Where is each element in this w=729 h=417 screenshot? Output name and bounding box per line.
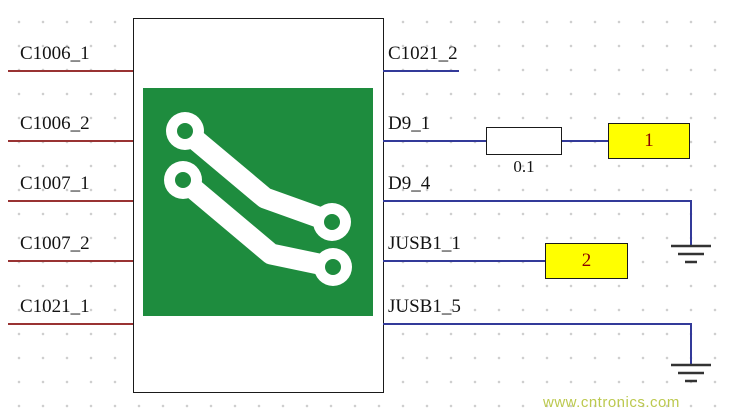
port-2: 2 <box>545 243 628 279</box>
pin-wire-c1006-1 <box>8 70 133 72</box>
resistor-symbol <box>486 127 562 155</box>
pin-wire-c1007-2 <box>8 260 133 262</box>
watermark-text: www.cntronics.com <box>543 394 680 411</box>
port-2-label: 2 <box>581 250 592 271</box>
pin-label-d9-1: D9_1 <box>388 113 431 134</box>
pin-label-jusb1-1: JUSB1_1 <box>388 233 461 254</box>
pin-wire-c1007-1 <box>8 200 133 202</box>
pin-label-c1006-2: C1006_2 <box>20 113 90 134</box>
ground-symbol-1 <box>671 244 711 264</box>
port-1-label: 1 <box>644 130 654 151</box>
pin-wire-c1021-1 <box>8 323 133 325</box>
pin-label-c1007-2: C1007_2 <box>20 233 90 254</box>
ground-symbol-2 <box>671 363 711 383</box>
pin-label-c1006-1: C1006_1 <box>20 43 90 64</box>
port-1: 1 <box>608 123 690 159</box>
net-wire-d9-1-a <box>383 140 486 142</box>
net-wire-jusb1-5 <box>383 323 691 325</box>
resistor-value: 0.1 <box>513 157 535 176</box>
pcb-footprint-icon <box>143 88 373 316</box>
pin-label-c1021-2: C1021_2 <box>388 43 458 64</box>
pin-label-c1021-1: C1021_1 <box>20 296 90 317</box>
net-wire-jusb1-1 <box>383 260 545 262</box>
net-wire-d9-1-b <box>562 140 608 142</box>
net-wire-c1021-2 <box>383 70 459 72</box>
pin-label-d9-4: D9_4 <box>388 173 431 194</box>
pin-label-c1007-1: C1007_1 <box>20 173 90 194</box>
pin-wire-c1006-2 <box>8 140 133 142</box>
pin-label-jusb1-5: JUSB1_5 <box>388 296 461 317</box>
net-wire-jusb1-5-drop <box>690 323 692 364</box>
net-wire-d9-4-drop <box>690 200 692 245</box>
net-wire-d9-4 <box>383 200 691 202</box>
